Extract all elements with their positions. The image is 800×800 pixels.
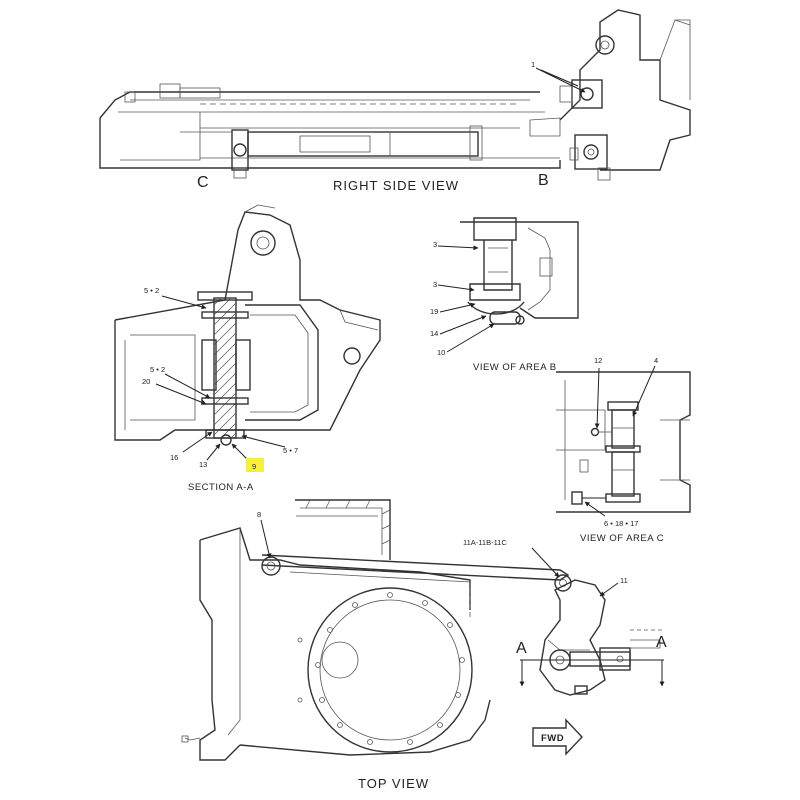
right-side-view-title: RIGHT SIDE VIEW xyxy=(333,178,459,193)
callout-13: 13 xyxy=(199,460,207,469)
callout-9-highlight xyxy=(246,458,264,472)
marker-b: B xyxy=(538,172,550,189)
top-view-title: TOP VIEW xyxy=(358,776,429,791)
callout-5-2-upper: 5 • 2 xyxy=(144,286,159,295)
callout-11a-11b-11c: 11A-11B-11C xyxy=(463,538,507,547)
callout-6-18-17: 6 • 18 • 17 xyxy=(604,519,638,528)
area-c-view: 12 4 6 • 18 • 17 VIEW OF AREA C xyxy=(556,356,691,544)
callout-8: 8 xyxy=(257,510,261,519)
fwd-label: FWD xyxy=(541,733,564,744)
callout-5-7: 5 • 7 xyxy=(283,446,298,455)
callout-5-2-lower: 5 • 2 xyxy=(150,365,165,374)
section-aa-view: 5 • 2 5 • 2 20 16 13 9 5 • 7 SECTION A-A xyxy=(114,204,381,493)
section-marker-a-left: A xyxy=(516,640,528,657)
callout-19: 19 xyxy=(430,307,438,316)
callout-14: 14 xyxy=(430,329,438,338)
callout-4: 4 xyxy=(654,356,658,365)
callout-10: 10 xyxy=(437,348,445,357)
callout-11: 11 xyxy=(620,576,628,585)
callout-12: 12 xyxy=(594,356,602,365)
area-b-view: 3 3 19 14 10 VIEW OF AREA B xyxy=(430,217,579,373)
area-c-title: VIEW OF AREA C xyxy=(580,533,664,544)
fwd-arrow-icon xyxy=(532,718,583,756)
callout-9: 9 xyxy=(252,462,256,471)
callout-16: 16 xyxy=(170,453,178,462)
top-view: A A 8 11A-11B-11C 11 FWD TOP VIEW xyxy=(181,499,668,791)
marker-c: C xyxy=(197,174,210,191)
callout-1: 1 xyxy=(531,60,535,69)
callout-3-upper: 3 xyxy=(433,240,437,249)
callout-3-lower: 3 xyxy=(433,280,437,289)
right-side-view: 1 C B RIGHT SIDE VIEW xyxy=(99,9,691,193)
callout-20: 20 xyxy=(142,377,150,386)
section-marker-a-right: A xyxy=(656,634,668,651)
section-aa-title: SECTION A-A xyxy=(188,482,254,493)
area-b-title: VIEW OF AREA B xyxy=(473,362,557,373)
